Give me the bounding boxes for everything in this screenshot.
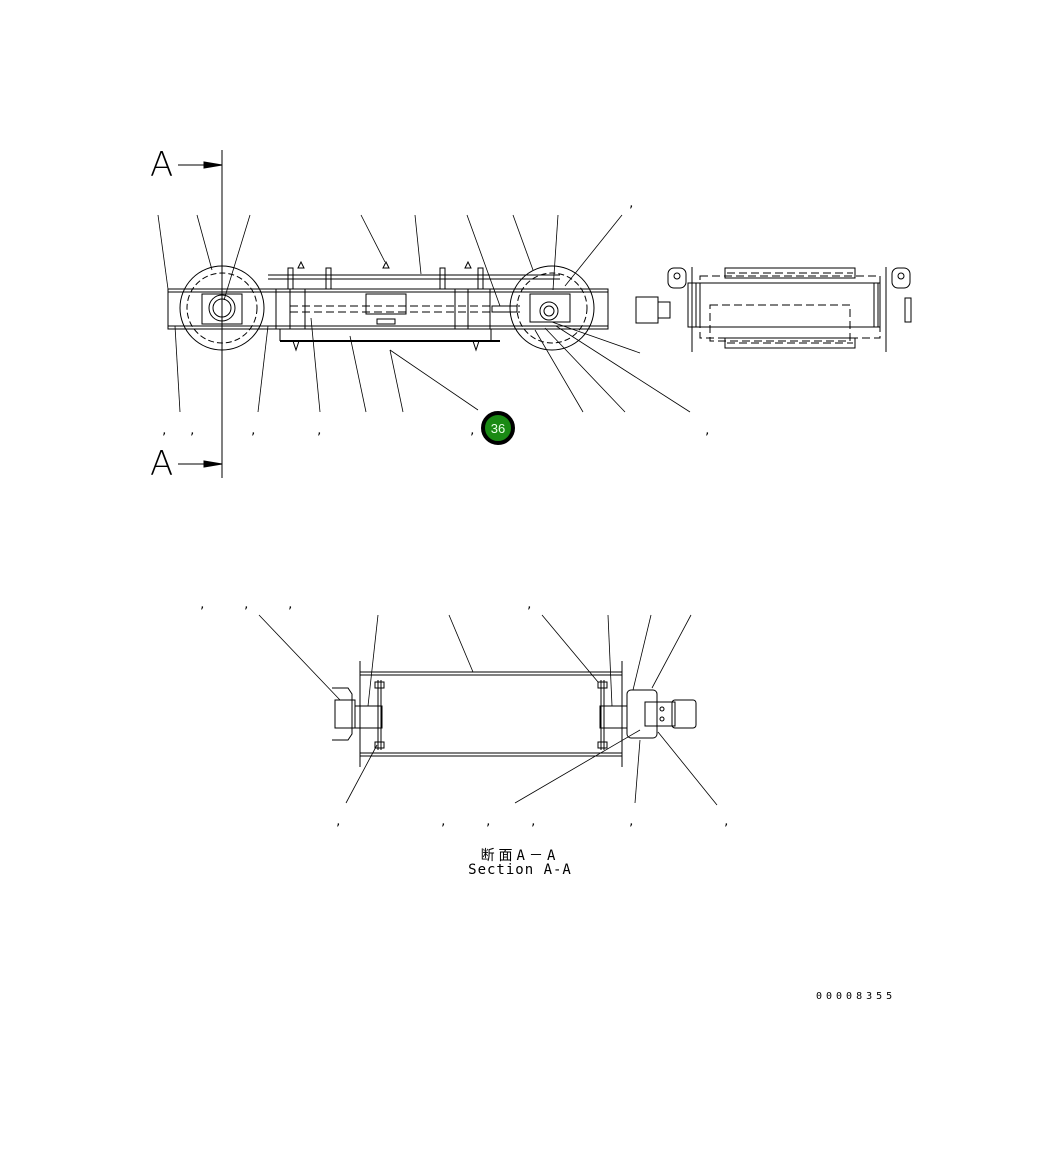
leader-separator: , xyxy=(530,815,537,828)
leader-separator: , xyxy=(189,424,196,437)
leader-separator: , xyxy=(250,424,257,437)
part-callout-36[interactable]: 36 xyxy=(481,411,515,445)
leader-separator: , xyxy=(199,598,206,611)
leader-separator: , xyxy=(526,598,533,611)
document-number: 00008355 xyxy=(816,991,897,1002)
leader-separator: , xyxy=(287,598,294,611)
section-marker-top: A xyxy=(150,145,174,185)
leader-separator: , xyxy=(243,598,250,611)
callout-number: 36 xyxy=(490,420,506,436)
section-cut-line xyxy=(178,150,223,478)
section-label-japanese: 断面A－A xyxy=(480,848,560,864)
section-a-a-view xyxy=(332,661,697,767)
leader-separator: , xyxy=(704,424,711,437)
leader-separator: , xyxy=(485,815,492,828)
leader-separator: , xyxy=(161,424,168,437)
leader-separator: , xyxy=(723,815,730,828)
leader-separator: , xyxy=(335,815,342,828)
leader-separator: , xyxy=(469,424,476,437)
section-marker-bottom: A xyxy=(150,444,174,484)
section-label-english: Section A-A xyxy=(468,862,572,878)
side-view-drum xyxy=(635,267,912,352)
leader-separator: , xyxy=(628,197,635,210)
leader-separator: , xyxy=(440,815,447,828)
leader-separator: , xyxy=(316,424,323,437)
section-leaders xyxy=(258,614,718,806)
top-view-frame xyxy=(167,260,609,352)
top-view-leaders xyxy=(157,214,691,413)
leader-separator: , xyxy=(628,815,635,828)
